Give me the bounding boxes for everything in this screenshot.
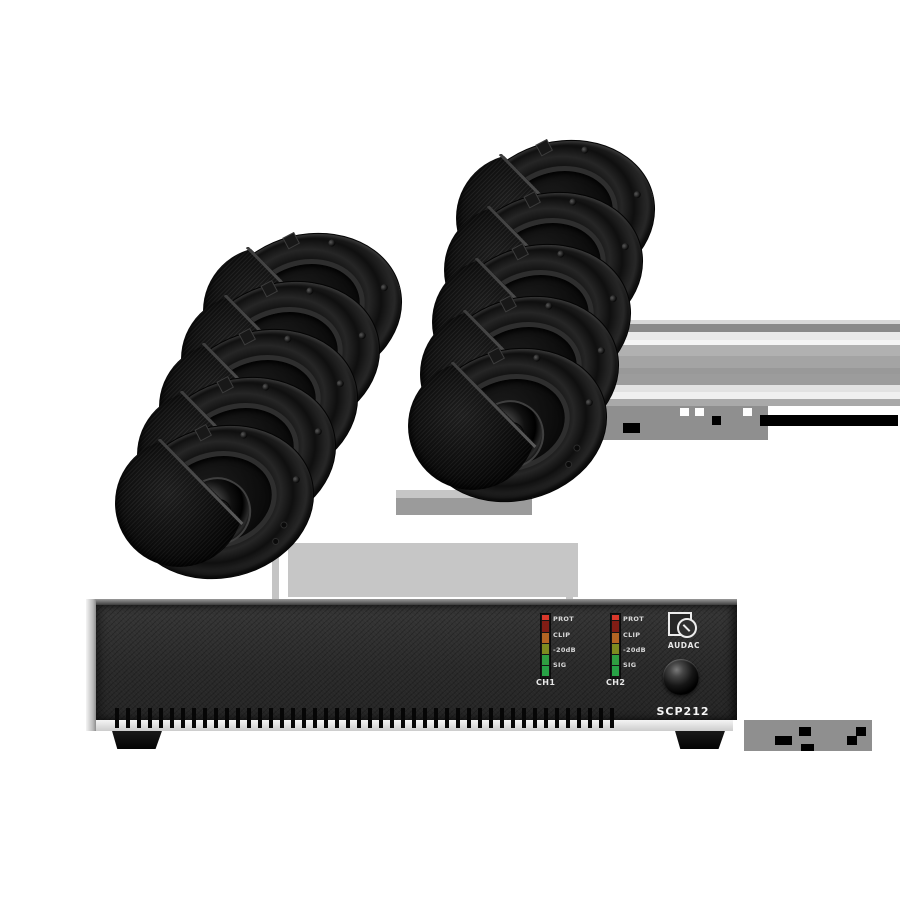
led-meter-ch1: PROT CLIP -20dB SIG CH1 xyxy=(533,612,595,690)
mosaic-band xyxy=(598,368,900,374)
logo-tab xyxy=(487,346,506,365)
mosaic-pixel xyxy=(775,736,792,745)
mosaic-pixel xyxy=(799,727,811,736)
led-segment xyxy=(612,655,619,665)
mosaic-pixel xyxy=(847,736,857,745)
screw-icon xyxy=(380,283,389,292)
logo-tab xyxy=(194,423,213,442)
amp-left-bezel xyxy=(86,599,96,731)
brand-text: AUDAC xyxy=(667,641,701,650)
led-segment xyxy=(542,615,549,620)
mosaic-band xyxy=(598,385,900,392)
mosaic-pixel xyxy=(695,408,704,416)
rim-dot xyxy=(280,521,287,528)
mosaic-band xyxy=(598,374,900,385)
mosaic-band xyxy=(598,399,900,406)
led-segment xyxy=(542,621,549,632)
model-text: SCP212 xyxy=(656,705,710,718)
amp-vent-slots xyxy=(115,708,618,728)
led-segment xyxy=(612,666,619,676)
mosaic-pixel xyxy=(623,423,640,433)
mosaic-block xyxy=(288,543,578,597)
mosaic-band xyxy=(598,340,900,345)
mosaic-pixel xyxy=(712,416,721,425)
led-label-prot: PROT xyxy=(623,615,644,623)
amplifier: PROT CLIP -20dB SIG CH1 PROT CLIP -20dB … xyxy=(86,599,737,731)
rim-dot xyxy=(272,538,279,545)
channel-label-ch2: CH2 xyxy=(606,678,626,687)
led-bar xyxy=(611,614,620,678)
mosaic-band xyxy=(598,356,900,368)
mosaic-pixel xyxy=(801,744,814,751)
screw-icon xyxy=(532,353,542,363)
amp-top-edge xyxy=(96,599,737,605)
led-bar xyxy=(541,614,550,678)
mosaic-band xyxy=(598,392,900,399)
mosaic-band xyxy=(598,324,900,332)
led-label-sig: SIG xyxy=(623,661,637,669)
volume-knob xyxy=(663,659,699,695)
led-label-20db: -20dB xyxy=(623,646,646,654)
screw-icon xyxy=(358,331,367,340)
mosaic-band xyxy=(598,332,900,340)
screw-icon xyxy=(336,379,345,388)
mosaic-pixel xyxy=(680,408,689,416)
led-segment xyxy=(612,621,619,632)
led-label-sig: SIG xyxy=(553,661,567,669)
led-segment xyxy=(612,633,619,643)
mosaic-bar xyxy=(760,415,898,426)
channel-label-ch1: CH1 xyxy=(536,678,556,687)
amp-front-panel xyxy=(96,605,737,720)
led-segment xyxy=(542,666,549,676)
ceiling-speaker xyxy=(404,284,624,522)
led-segment xyxy=(542,633,549,643)
mosaic-pixel xyxy=(856,727,866,736)
rim-dot xyxy=(565,461,572,468)
led-label-clip: CLIP xyxy=(553,631,571,639)
led-segment xyxy=(612,644,619,654)
rim-dot xyxy=(573,444,580,451)
amp-foot-left xyxy=(112,731,162,749)
screw-icon xyxy=(292,475,301,484)
led-segment xyxy=(542,644,549,654)
led-segment xyxy=(612,615,619,620)
mosaic-band xyxy=(598,320,900,324)
screw-icon xyxy=(585,398,594,407)
ceiling-speaker xyxy=(111,361,331,599)
led-label-prot: PROT xyxy=(553,615,574,623)
led-label-20db: -20dB xyxy=(553,646,576,654)
mosaic-pixel xyxy=(743,408,752,416)
audac-logo-icon xyxy=(666,612,702,640)
led-meter-ch2: PROT CLIP -20dB SIG CH2 xyxy=(603,612,665,690)
led-label-clip: CLIP xyxy=(623,631,641,639)
amp-foot-right xyxy=(675,731,725,749)
screw-icon xyxy=(239,430,249,440)
screw-icon xyxy=(314,427,323,436)
led-segment xyxy=(542,655,549,665)
mosaic-band xyxy=(598,345,900,356)
mosaic-block xyxy=(583,406,768,440)
